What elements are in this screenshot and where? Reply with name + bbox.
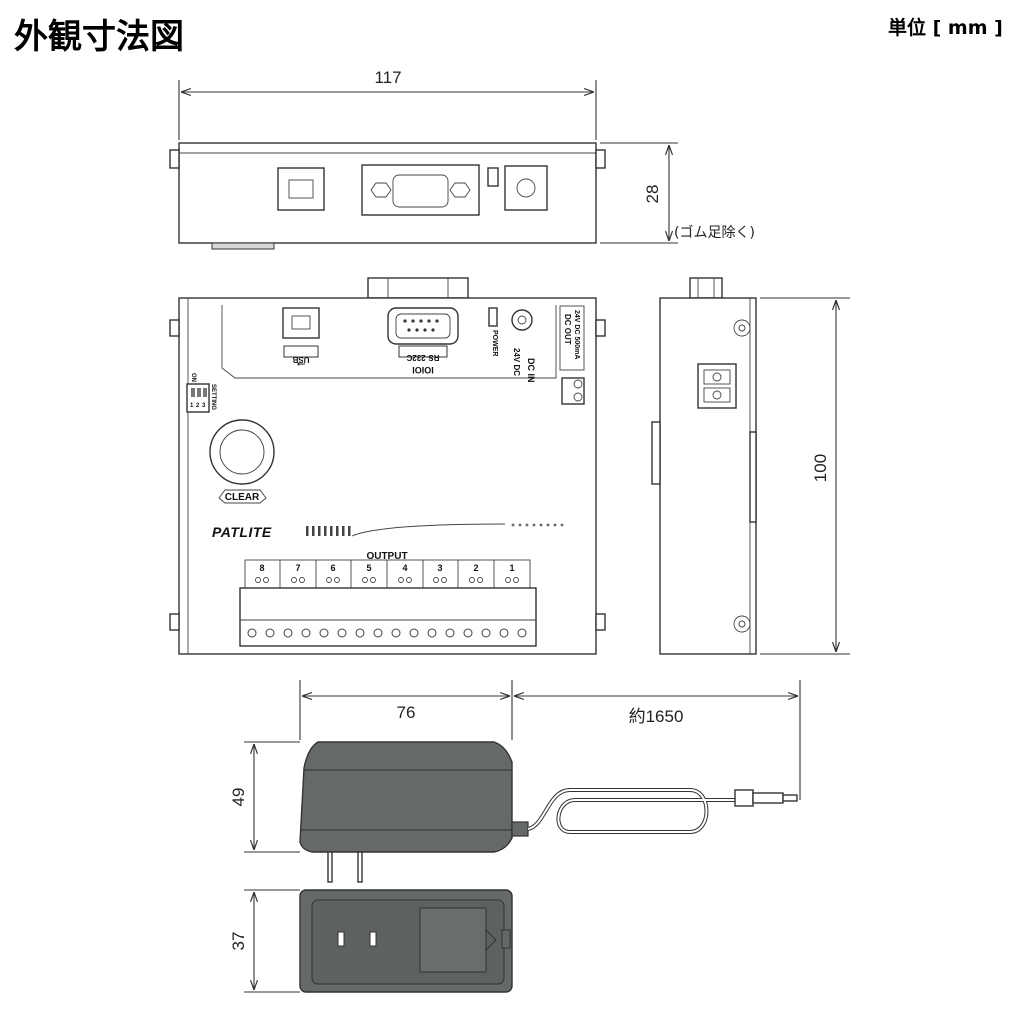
output-terminal-block	[239, 587, 537, 647]
clear-button[interactable]: CLEAR	[209, 419, 275, 504]
width-dimension-label: 117	[374, 68, 401, 87]
adapter-body	[299, 741, 513, 853]
channel-label-7: 7	[295, 563, 300, 573]
rubber-foot-note: (ゴム足除く)	[674, 224, 755, 241]
plug-prong	[327, 851, 333, 883]
adapter-side-view: 76 約1650 49	[229, 680, 801, 883]
output-label: OUTPUT	[366, 551, 407, 562]
depth-dimension-label: 100	[811, 454, 830, 482]
connector-top	[689, 277, 723, 299]
channel-label-3: 3	[437, 563, 442, 573]
dip-number-3: 3	[202, 403, 206, 409]
side-ridge	[651, 421, 661, 485]
screw-icon	[733, 615, 751, 633]
dc-plug	[734, 789, 754, 807]
label-area	[419, 907, 487, 973]
device-end-body	[659, 297, 757, 655]
cable-length-label: 約1650	[629, 707, 684, 726]
usb-port	[282, 307, 320, 339]
screw-head	[169, 149, 180, 169]
usb-port	[277, 167, 325, 211]
plug-slot	[337, 931, 345, 947]
adapter-bottom-view: 37	[229, 889, 513, 993]
brand-dots	[511, 523, 564, 527]
rs232c-connector	[361, 164, 480, 216]
usb-label: USB	[292, 355, 309, 364]
dc-out-box	[559, 305, 585, 371]
power-label: POWER	[491, 330, 498, 356]
channel-label-4: 4	[402, 563, 407, 573]
page-title: 外観寸法図	[14, 17, 184, 57]
front-view: USB ⭠ RS-232C IOIOI POWER 24V DC DC IN D…	[169, 277, 606, 655]
adapter-width-label: 76	[397, 703, 416, 722]
rs232c-port	[387, 307, 459, 345]
dip-number-1: 1	[190, 403, 194, 409]
side-ridge	[749, 431, 757, 523]
brand-logo: PATLITE	[212, 524, 272, 540]
screw-icon	[733, 319, 751, 337]
channel-label-6: 6	[330, 563, 335, 573]
channel-label-2: 2	[473, 563, 478, 573]
dc-in-label: DC IN	[526, 358, 536, 383]
dc-out-label: DC OUT	[563, 314, 572, 345]
screw-head	[169, 319, 180, 337]
adapter-depth-label: 37	[229, 932, 248, 951]
power-led	[488, 307, 498, 327]
rs232c-logo: IOIOI	[412, 365, 434, 375]
dc-out-spec-label: 24V DC 500mA	[573, 310, 580, 359]
plug-slot	[369, 931, 377, 947]
connector-panel	[221, 305, 557, 379]
rs232c-group: RS-232C IOIOI	[387, 307, 459, 375]
unit-label: 単位 [ mm ]	[888, 16, 1003, 39]
rs232c-label: RS-232C	[406, 353, 439, 362]
adapter-height-label: 49	[229, 788, 248, 807]
usb-icon: ⭠	[297, 357, 306, 370]
setting-label: SETTING	[210, 384, 216, 410]
cable-bushing	[511, 821, 529, 837]
dc-plug-tip	[752, 792, 784, 804]
top-view: 117 28 (ゴム足除く)	[169, 68, 755, 250]
rubber-foot	[211, 242, 275, 250]
channel-label-1: 1	[509, 563, 514, 573]
power-led	[487, 167, 499, 187]
plug-prong	[357, 851, 363, 883]
brand-stripes	[306, 526, 351, 536]
dc-out-terminal	[561, 377, 585, 405]
setting-dip-switch[interactable]: ON SETTING 1 2 3	[186, 373, 216, 413]
screw-head	[169, 613, 180, 631]
height-dimension-label: 28	[643, 185, 662, 204]
usb-port-group: USB ⭠	[282, 307, 320, 370]
on-label: ON	[190, 373, 196, 382]
right-side-view: 100	[651, 277, 850, 655]
terminal-screws	[247, 628, 527, 638]
dc-jack	[511, 309, 533, 331]
dc-jack	[504, 165, 548, 211]
screw-head	[595, 149, 606, 169]
dc-in-voltage-label: 24V DC	[512, 348, 521, 376]
clear-label: CLEAR	[225, 492, 260, 503]
dip-number-2: 2	[196, 403, 200, 409]
brand-swoosh	[351, 523, 506, 537]
channel-label-8: 8	[259, 563, 264, 573]
output-channel-labels: 8 7 6 5 4 3 2 1	[255, 560, 519, 588]
rs232c-connector-top	[367, 277, 469, 299]
channel-label-5: 5	[366, 563, 371, 573]
screw-head	[595, 319, 606, 337]
screw-head	[595, 613, 606, 631]
